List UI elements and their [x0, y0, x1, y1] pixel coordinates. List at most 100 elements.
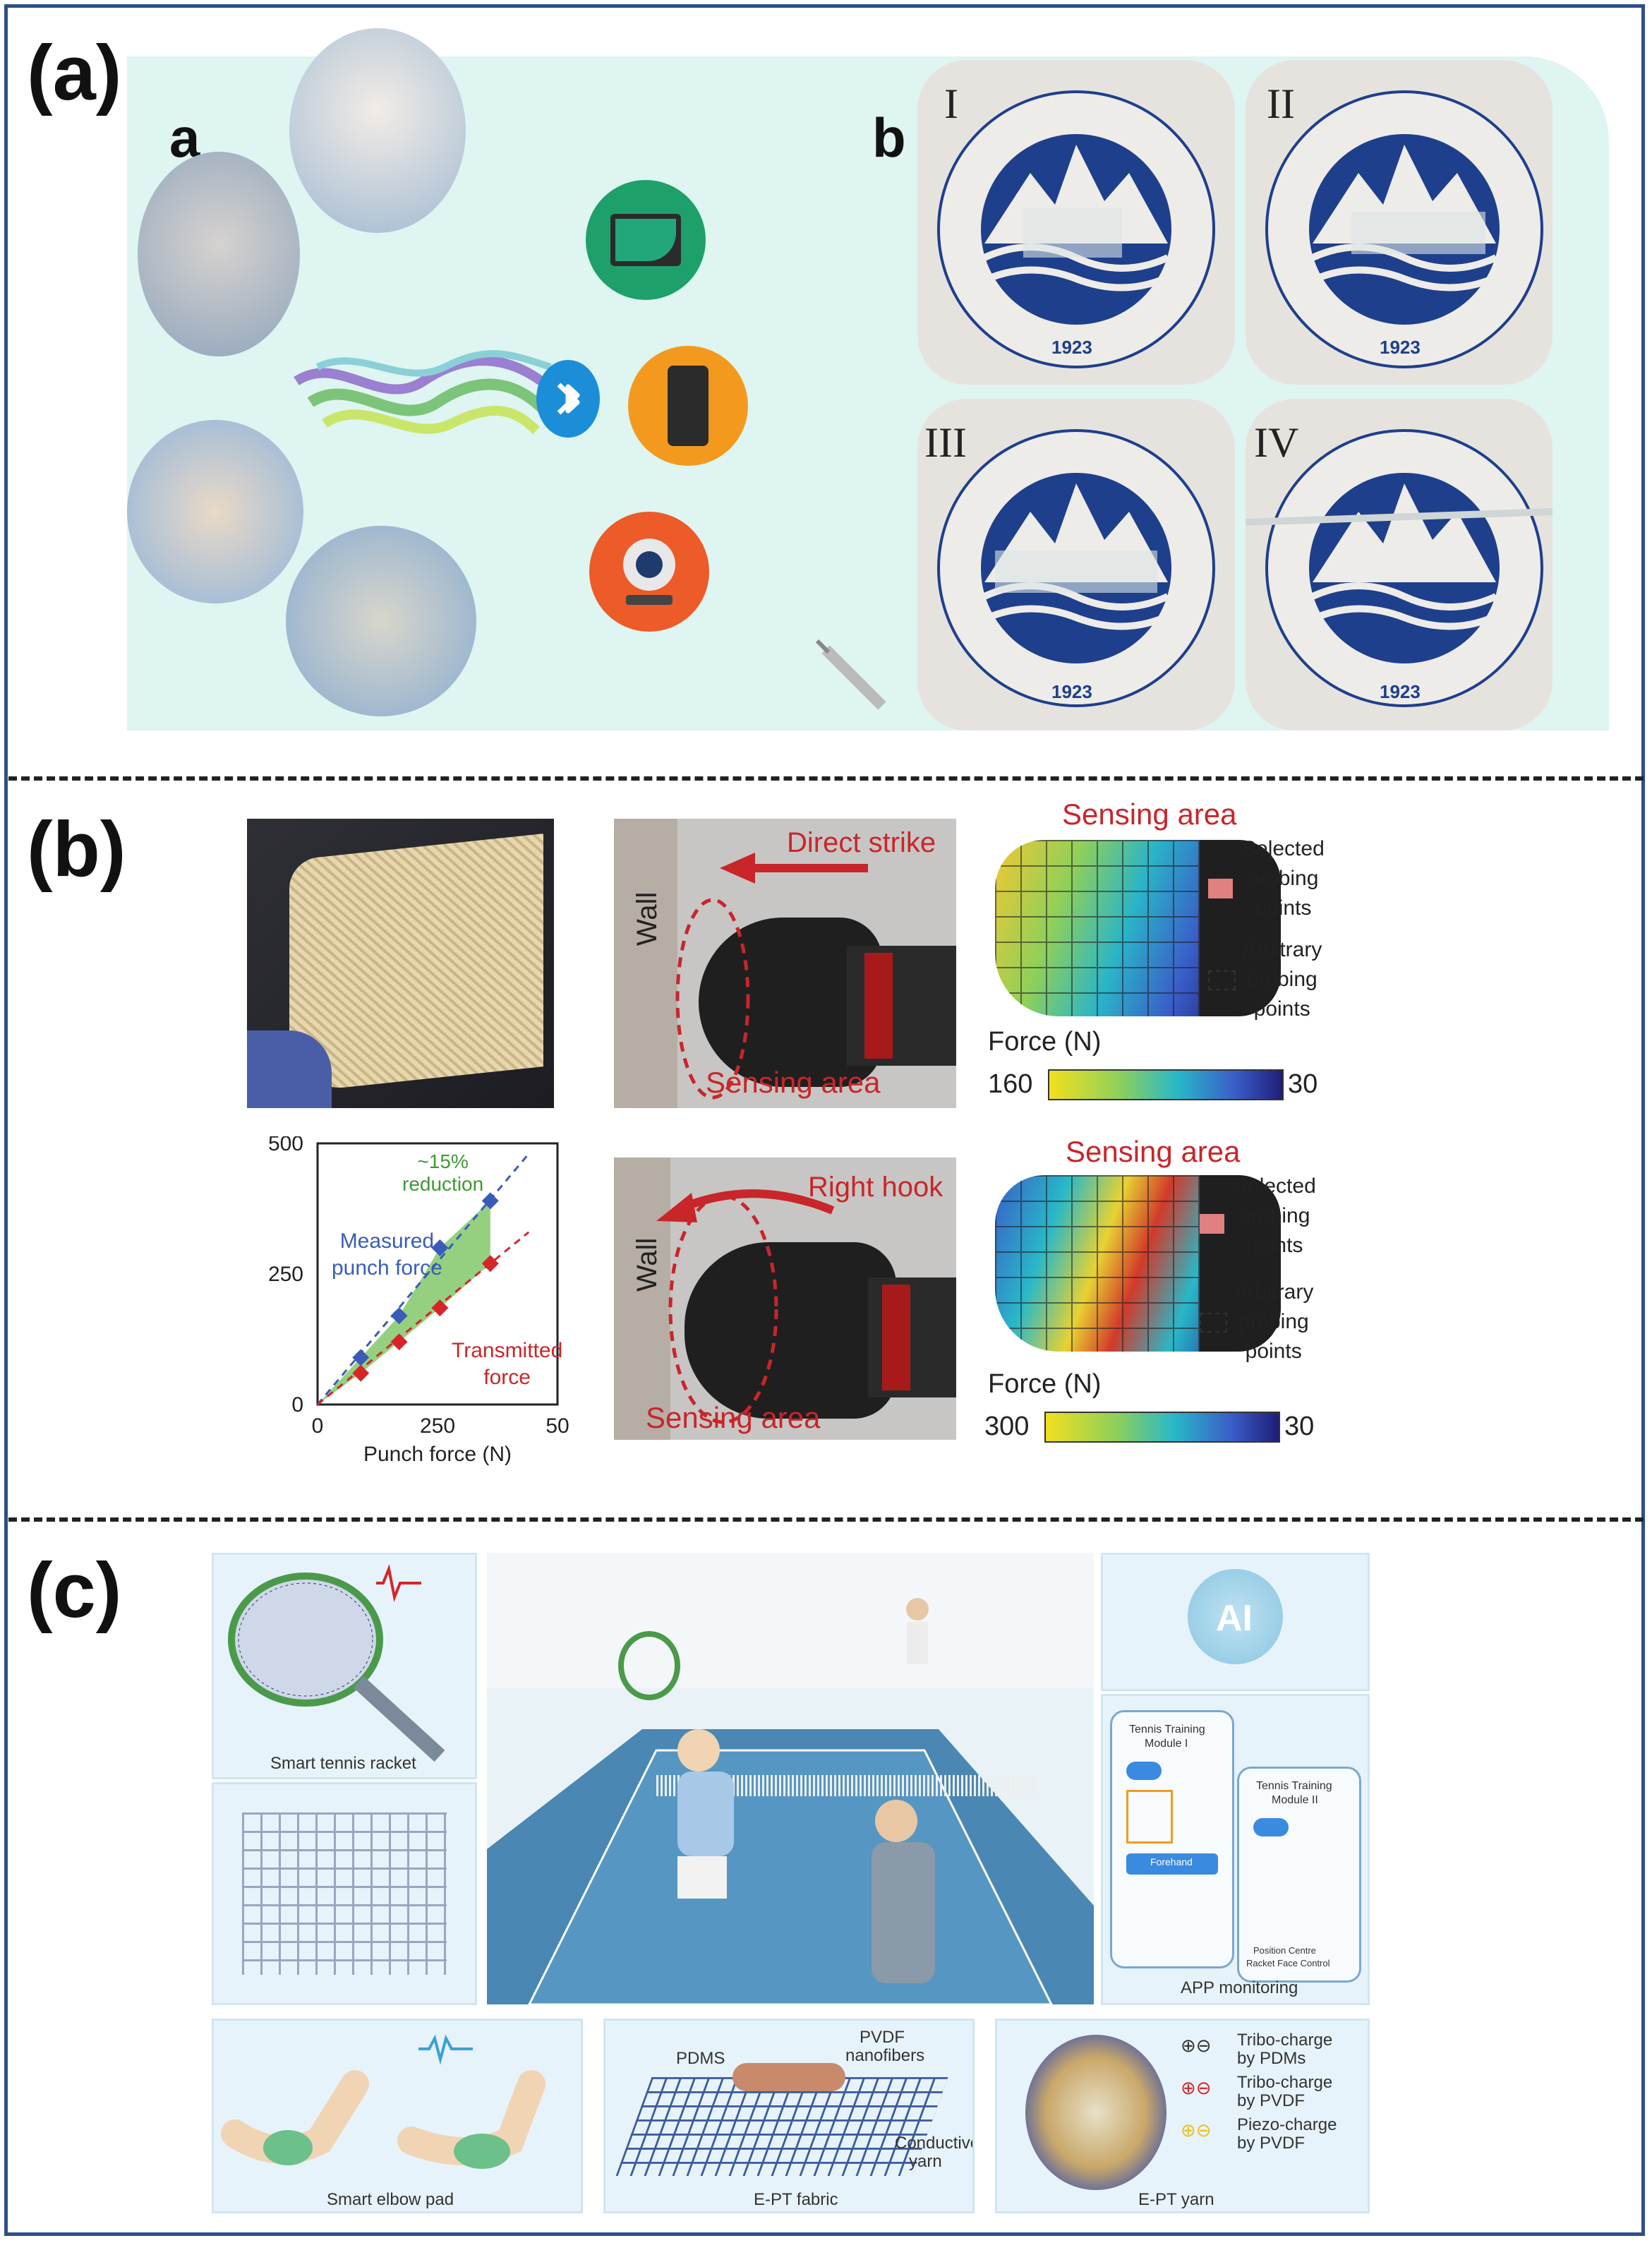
- sensing-map-title: Sensing area: [1062, 798, 1237, 831]
- legend-line: points: [1246, 1234, 1303, 1257]
- colorbar-min-label: 160: [988, 1069, 1033, 1099]
- legend-selected-text: Selected probing points: [1242, 834, 1325, 923]
- elbow-caption: Smart elbow pad: [327, 2190, 454, 2209]
- direct-strike-label: Direct strike: [787, 827, 936, 858]
- ai-label: AI: [1216, 1598, 1253, 1639]
- sensing-map-right-hook: [995, 1175, 1228, 1352]
- tablet-icon: [586, 180, 706, 300]
- yarn-cross-section: [1025, 2035, 1166, 2190]
- smart-racket-box: Smart tennis racket: [212, 1553, 477, 1779]
- forehand-button[interactable]: Forehand: [1126, 1853, 1218, 1875]
- legend-line: Selected: [1234, 1174, 1316, 1198]
- app-card-subtitle: Module II: [1272, 1794, 1318, 1806]
- seal-photo-4: IV 1923: [1246, 399, 1552, 730]
- legend-arbitrary-text: Arbitrary probing points: [1242, 935, 1322, 1024]
- transmitted-data-point: [431, 1299, 449, 1317]
- reduction-area: [318, 1201, 490, 1405]
- seal-year: 1923: [1380, 681, 1421, 702]
- seal-photo-1: I 1923: [917, 60, 1235, 385]
- subpanel-b-label: b: [872, 107, 906, 169]
- elbow-pad-box: Smart elbow pad: [212, 2019, 583, 2213]
- webcam-icon: [589, 512, 709, 632]
- sensing-area-label: Sensing area: [706, 1066, 881, 1099]
- conductive-label: Conductive: [895, 2134, 975, 2153]
- charge-symbol: ⊕⊖: [1181, 2077, 1212, 2098]
- transmitted-data-point: [390, 1333, 408, 1351]
- legend-line: by PDMs: [1237, 2049, 1306, 2068]
- seal-numeral: I: [944, 80, 958, 127]
- legend-line: Arbitrary: [1234, 1280, 1314, 1304]
- annotation-line: Transmitted: [452, 1339, 563, 1362]
- ai-box: AI: [1101, 1553, 1370, 1691]
- legend-line: Selected: [1242, 837, 1325, 860]
- y-tick-label: 0: [291, 1393, 303, 1417]
- fabric-box: PDMS PVDF nanofibers Conductive yarn E-P…: [603, 2019, 975, 2213]
- sensing-area-label: Sensing area: [646, 1401, 821, 1434]
- transmitted-data-point: [481, 1255, 499, 1273]
- tennis-court-scene: [487, 1553, 1094, 2004]
- sensing-map-direct-strike: [995, 840, 1228, 1016]
- seal-numeral: II: [1267, 80, 1295, 127]
- legend-line: probing: [1238, 1310, 1309, 1333]
- panel-divider: [8, 776, 1644, 781]
- wall-label: Wall: [632, 891, 663, 946]
- legend-line: probing: [1239, 1204, 1310, 1227]
- x-tick-label: 0: [312, 1414, 324, 1438]
- annotation-line: Measured: [339, 1229, 435, 1253]
- measured-annotation: Measured punch force: [332, 1228, 442, 1282]
- panel-a-label: (a): [27, 30, 122, 116]
- forehand-label: Forehand: [1150, 1856, 1193, 1868]
- toggle-switch[interactable]: [1253, 1818, 1289, 1836]
- transmitted-annotation: Transmitted force: [452, 1337, 562, 1391]
- seal-year: 1923: [1380, 337, 1421, 358]
- pvdf-label: PVDF: [860, 2028, 905, 2047]
- athlete-photo-pushup: [138, 152, 300, 356]
- measured-data-point: [352, 1349, 370, 1366]
- annotation-line: punch force: [332, 1256, 442, 1280]
- annotation-line: reduction: [402, 1173, 484, 1195]
- legend-line: Tribo-charge: [1237, 2073, 1333, 2092]
- racket-caption: Smart tennis racket: [270, 1754, 416, 1773]
- y-tick-label: 250: [268, 1263, 303, 1286]
- legend-line: Piezo-charge: [1237, 2115, 1337, 2134]
- elbow-illustration: [221, 2034, 545, 2169]
- colorbar-min-label: 300: [984, 1412, 1030, 1441]
- athlete-photo-boxing: [286, 526, 476, 716]
- legend-line: probing: [1246, 968, 1318, 991]
- annotation-line: force: [483, 1366, 531, 1389]
- panel-b-label: (b): [27, 806, 126, 893]
- pdms-label: PDMS: [676, 2049, 725, 2068]
- app-phone-2: Tennis Training Module II Position Centr…: [1237, 1767, 1361, 1983]
- force-label: Force (N): [988, 1369, 1102, 1399]
- transmitted-data-point: [352, 1364, 370, 1382]
- bluetooth-icon: [536, 360, 600, 438]
- university-seal-graphic: [1246, 429, 1552, 707]
- seal-photo-3: III 1923: [917, 399, 1235, 730]
- legend-line: by PVDF: [1237, 2134, 1306, 2153]
- legend-line: points: [1255, 896, 1312, 920]
- fabric-mesh-box: [212, 1782, 477, 2005]
- measured-data-point: [390, 1307, 408, 1325]
- toggle-switch[interactable]: [1126, 1762, 1162, 1780]
- right-hook-overlay: [656, 1189, 835, 1424]
- legend-arbitrary-text: Arbitrary probing points: [1234, 1277, 1313, 1366]
- university-seal-graphic: [937, 90, 1215, 368]
- direct-strike-overlay: [675, 853, 868, 1100]
- syringe-icon: [815, 639, 886, 710]
- athlete-photo-fitness: [127, 420, 303, 603]
- yarn-caption: E-PT yarn: [1138, 2190, 1214, 2209]
- glove-thumb-shape: [1200, 840, 1281, 1016]
- position-label: Position Centre: [1253, 1945, 1316, 1956]
- selected-legend-swatch: [1208, 879, 1233, 898]
- colorbar: [1044, 1412, 1280, 1443]
- selected-legend-swatch: [1200, 1214, 1224, 1234]
- seal-photo-2: II 1923: [1246, 60, 1552, 385]
- seal-year: 1923: [1051, 337, 1092, 358]
- figure-frame: [4, 4, 1645, 2236]
- x-tick-label: 50: [545, 1414, 569, 1438]
- fabric-mesh-graphic: [242, 1812, 447, 1975]
- measured-data-point: [431, 1239, 449, 1256]
- force-label: Force (N): [988, 1027, 1102, 1057]
- smartphone-icon: [628, 346, 748, 466]
